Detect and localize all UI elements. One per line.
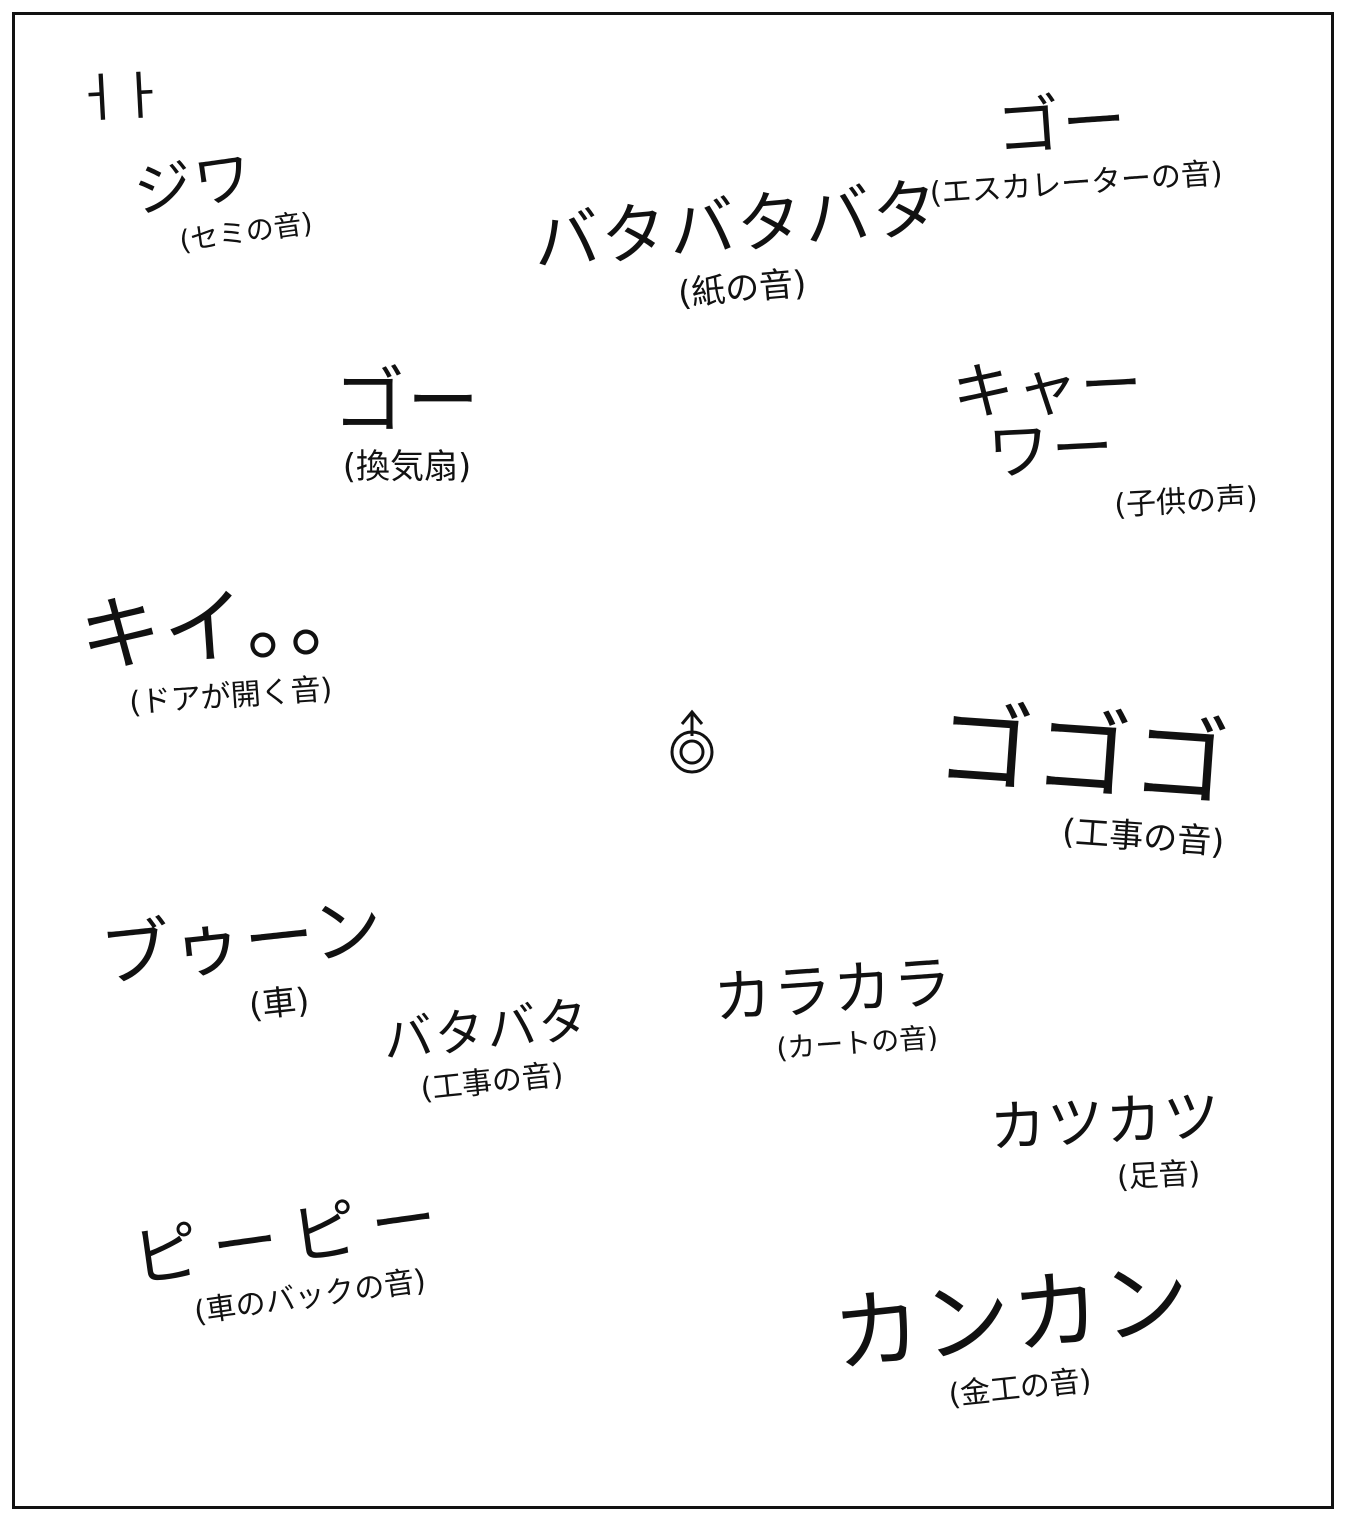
sfx-word: ゴゴゴ bbox=[934, 697, 1234, 813]
sfx-car-back: ピーピー (車のバックの音) bbox=[129, 1183, 462, 1339]
sfx-door: キイ。。 (ドアが開く音) bbox=[77, 577, 379, 726]
sfx-child: キャーワー (子供の声) bbox=[937, 347, 1259, 534]
sfx-caption: (子供の声) bbox=[1113, 479, 1258, 525]
sfx-paper: バタバタバタ (紙の音) bbox=[531, 175, 948, 328]
sfx-footsteps: カツカツ (足音) bbox=[988, 1089, 1225, 1204]
sfx-escalator: ゴー (エスカレーターの音) bbox=[904, 82, 1224, 215]
sfx-word: キイ。。 bbox=[77, 577, 375, 679]
sfx-caption: (足音) bbox=[1092, 1153, 1226, 1199]
sfx-caption: (換気扇) bbox=[333, 445, 481, 489]
sfx-cart: カラカラ (カートの音) bbox=[712, 953, 959, 1072]
sfx-metalwork: カンカン (金工の音) bbox=[829, 1255, 1201, 1427]
sfx-air: ゴー (換気扇) bbox=[333, 365, 481, 489]
sfx-word: ゴー bbox=[904, 82, 1221, 168]
sfx-word: カツカツ bbox=[988, 1089, 1223, 1157]
sfx-construction-1: ゴゴゴ (工事の音) bbox=[930, 697, 1234, 865]
person-with-arrow-icon bbox=[664, 706, 720, 778]
sfx-construction-2: バタバタ (工事の音) bbox=[381, 994, 598, 1112]
sfx-word: カラカラ bbox=[712, 953, 955, 1028]
corner-label: ㅓㅏ bbox=[71, 53, 162, 132]
sfx-word: ゴー bbox=[333, 365, 481, 437]
sfx-car: ブゥーン (車) bbox=[97, 892, 393, 1043]
sfx-semi: ジワ (セミの音) bbox=[79, 140, 315, 273]
sfx-word: キャーワー bbox=[937, 352, 1163, 487]
